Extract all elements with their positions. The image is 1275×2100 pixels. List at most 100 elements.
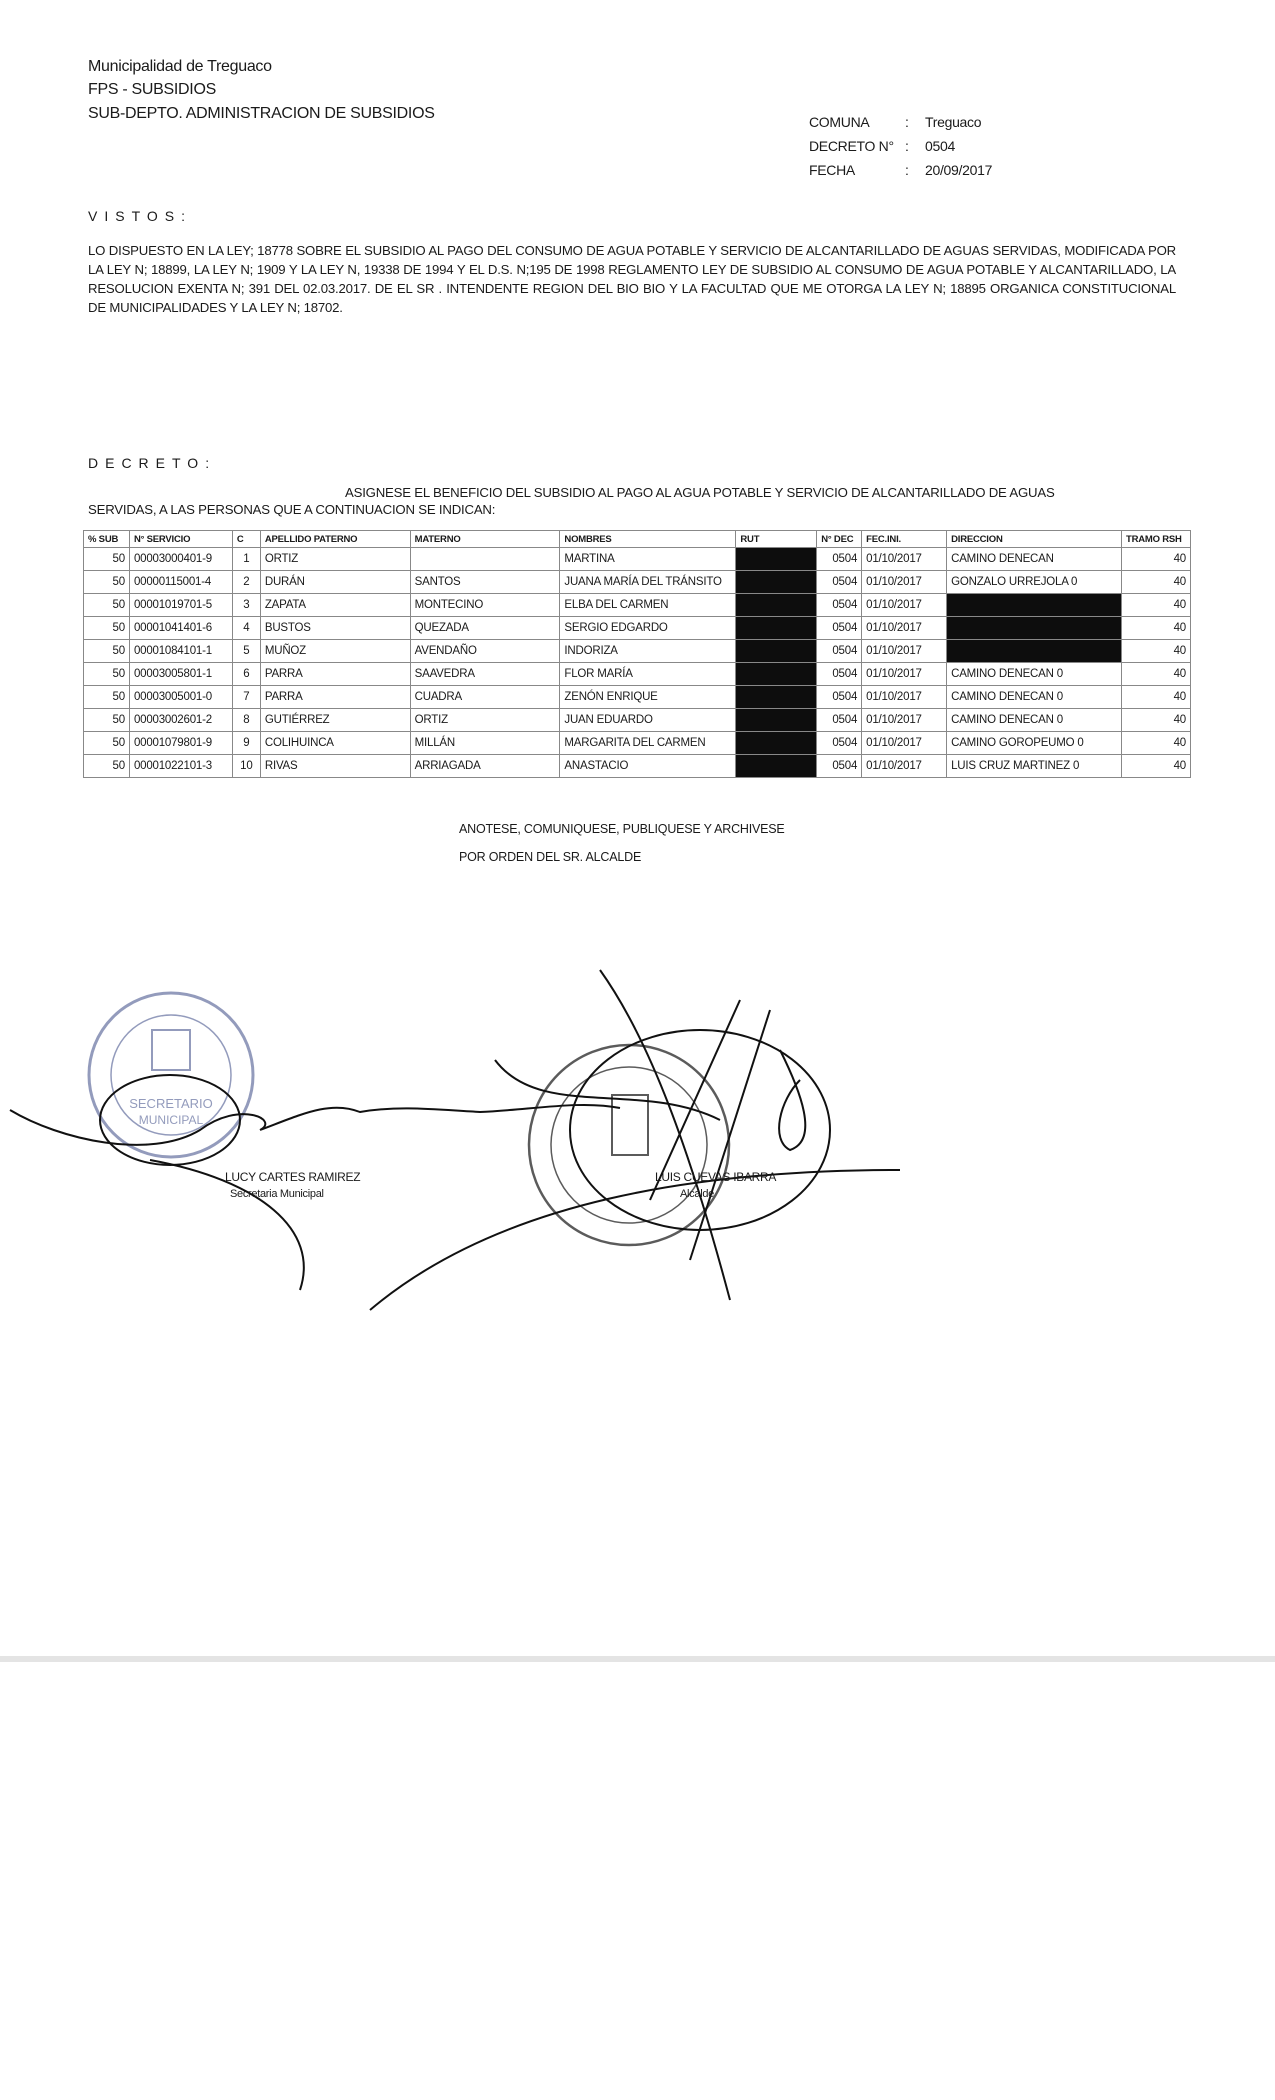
table-cell: 0504 [816, 547, 863, 571]
table-cell: MONTECINO [409, 593, 561, 617]
mayor-name: LUIS CUEVAS IBARRA [655, 1170, 777, 1184]
table-cell: 00001041401-6 [128, 616, 233, 640]
table-cell [409, 547, 561, 571]
column-header: APELLIDO PATERNO [259, 530, 411, 548]
table-cell: 8 [231, 708, 261, 732]
secretary-name: LUCY CARTES RAMIREZ [225, 1170, 361, 1184]
fecha-label: FECHA [809, 162, 855, 178]
redacted-cell [946, 593, 1122, 617]
column-header: MATERNO [409, 530, 561, 548]
table-cell: ZENÓN ENRIQUE [559, 685, 737, 709]
comuna-label: COMUNA [809, 114, 870, 130]
table-cell: 50 [83, 616, 130, 640]
table-cell: 00001079801-9 [128, 731, 233, 755]
redacted-cell [735, 593, 818, 617]
table-cell: ORTIZ [259, 547, 411, 571]
table-cell: DURÁN [259, 570, 411, 594]
table-cell: 50 [83, 639, 130, 663]
table-cell: CAMINO DENECAN 0 [946, 685, 1122, 709]
table-cell: ELBA DEL CARMEN [559, 593, 737, 617]
table-cell: SAAVEDRA [409, 662, 561, 686]
table-cell: 40 [1120, 547, 1192, 571]
table-cell: 50 [83, 547, 130, 571]
table-cell: SANTOS [409, 570, 561, 594]
table-cell: 0504 [816, 731, 863, 755]
table-cell: GUTIÉRREZ [259, 708, 411, 732]
table-cell: PARRA [259, 662, 411, 686]
table-cell: 00001022101-3 [128, 754, 233, 778]
table-cell: 10 [231, 754, 261, 778]
table-cell: 01/10/2017 [861, 639, 948, 663]
table-cell: CAMINO DENECAN 0 [946, 708, 1122, 732]
table-cell: 40 [1120, 570, 1192, 594]
table-cell: 5 [231, 639, 261, 663]
org-department: FPS - SUBSIDIOS [88, 81, 216, 98]
separator: : [905, 162, 909, 178]
closing-line-2: POR ORDEN DEL SR. ALCALDE [459, 850, 642, 864]
mayor-title: Alcalde [680, 1188, 714, 1200]
table-cell: 0504 [816, 616, 863, 640]
redacted-cell [735, 685, 818, 709]
table-cell: LUIS CRUZ MARTINEZ 0 [946, 754, 1122, 778]
org-name: Municipalidad de Treguaco [88, 58, 272, 75]
svg-text:MUNICIPAL: MUNICIPAL [139, 1113, 204, 1127]
table-cell: 9 [231, 731, 261, 755]
table-cell: 00003002601-2 [128, 708, 233, 732]
column-header: DIRECCION [946, 530, 1122, 548]
column-header: NOMBRES [559, 530, 737, 548]
org-subdepartment: SUB-DEPTO. ADMINISTRACION DE SUBSIDIOS [88, 105, 435, 122]
decreto-heading: DECRETO: [88, 455, 217, 471]
table-cell: 50 [83, 754, 130, 778]
decreto-label: DECRETO N° [809, 138, 894, 154]
table-cell: JUAN EDUARDO [559, 708, 737, 732]
table-cell: 40 [1120, 616, 1192, 640]
table-cell: PARRA [259, 685, 411, 709]
column-header: FEC.INI. [861, 530, 948, 548]
scan-edge [0, 1656, 1275, 1662]
table-cell: 0504 [816, 685, 863, 709]
decreto-value: 0504 [925, 138, 955, 154]
table-cell: JUANA MARÍA DEL TRÁNSITO [559, 570, 737, 594]
redacted-cell [946, 616, 1122, 640]
redacted-cell [735, 708, 818, 732]
redacted-cell [946, 639, 1122, 663]
secretary-title: Secretaria Municipal [230, 1188, 324, 1200]
table-cell: 50 [83, 685, 130, 709]
comuna-value: Treguaco [925, 114, 982, 130]
table-cell: COLIHUINCA [259, 731, 411, 755]
table-cell: 50 [83, 731, 130, 755]
table-cell: 50 [83, 593, 130, 617]
table-cell: 01/10/2017 [861, 662, 948, 686]
table-cell: 01/10/2017 [861, 570, 948, 594]
table-cell: MILLÁN [409, 731, 561, 755]
separator: : [905, 138, 909, 154]
table-cell: 0504 [816, 639, 863, 663]
table-cell: CAMINO GOROPEUMO 0 [946, 731, 1122, 755]
table-cell: 0504 [816, 593, 863, 617]
table-cell: 50 [83, 662, 130, 686]
redacted-cell [735, 731, 818, 755]
table-cell: MUÑOZ [259, 639, 411, 663]
table-cell: 40 [1120, 754, 1192, 778]
closing-line-1: ANOTESE, COMUNIQUESE, PUBLIQUESE Y ARCHI… [459, 822, 785, 836]
redacted-cell [735, 570, 818, 594]
table-cell: 00003000401-9 [128, 547, 233, 571]
table-cell: 6 [231, 662, 261, 686]
table-cell: 01/10/2017 [861, 685, 948, 709]
table-cell: 01/10/2017 [861, 616, 948, 640]
column-header: RUT [735, 530, 818, 548]
table-cell: 01/10/2017 [861, 731, 948, 755]
table-cell: 00001084101-1 [128, 639, 233, 663]
redacted-cell [735, 616, 818, 640]
